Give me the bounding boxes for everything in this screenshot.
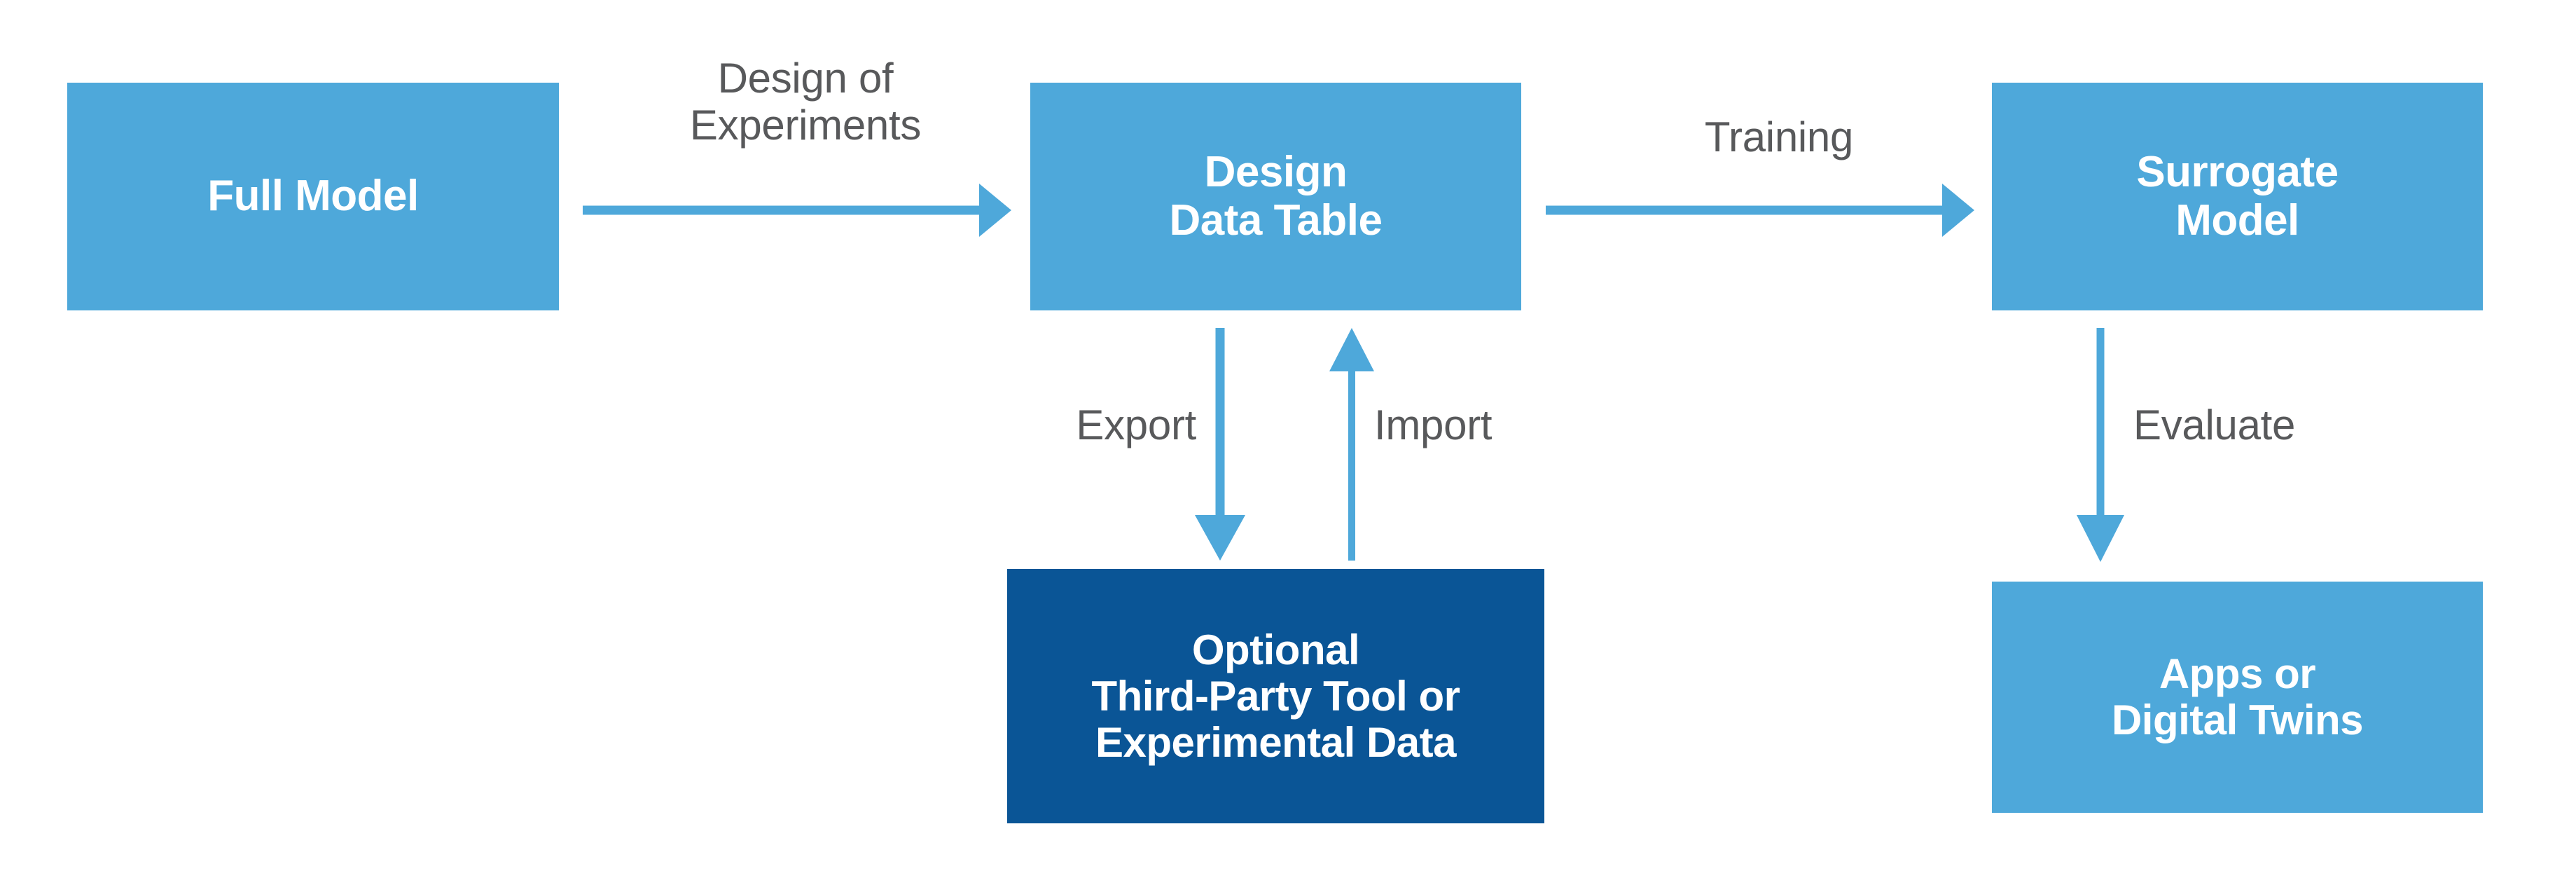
edge-label-export: Export	[1076, 402, 1196, 448]
edge-label-import: Import	[1374, 402, 1493, 448]
node-apps-or-digital-twins[interactable]: Apps or Digital Twins	[1992, 582, 2483, 813]
arrow-design-of-experiments	[583, 184, 1011, 237]
node-design-data-table-label: Design Data Table	[1169, 148, 1383, 245]
arrow-import	[1329, 328, 1374, 561]
node-full-model-label: Full Model	[207, 172, 419, 221]
node-surrogate-model[interactable]: Surrogate Model	[1992, 83, 2483, 310]
node-apps-or-digital-twins-label: Apps or Digital Twins	[2111, 650, 2364, 743]
edge-label-evaluate: Evaluate	[2133, 402, 2296, 448]
node-optional-third-party-tool-label: Optional Third-Party Tool or Experimenta…	[1091, 626, 1460, 766]
arrow-export	[1195, 328, 1245, 561]
node-optional-third-party-tool[interactable]: Optional Third-Party Tool or Experimenta…	[1007, 569, 1544, 823]
node-design-data-table[interactable]: Design Data Table	[1030, 83, 1521, 310]
arrow-evaluate	[2077, 328, 2124, 562]
node-surrogate-model-label: Surrogate Model	[2136, 148, 2339, 245]
arrow-training	[1546, 184, 1974, 237]
edge-label-training: Training	[1704, 114, 1854, 160]
edge-label-design-of-experiments: Design of Experiments	[689, 55, 922, 149]
node-full-model[interactable]: Full Model	[67, 83, 559, 310]
